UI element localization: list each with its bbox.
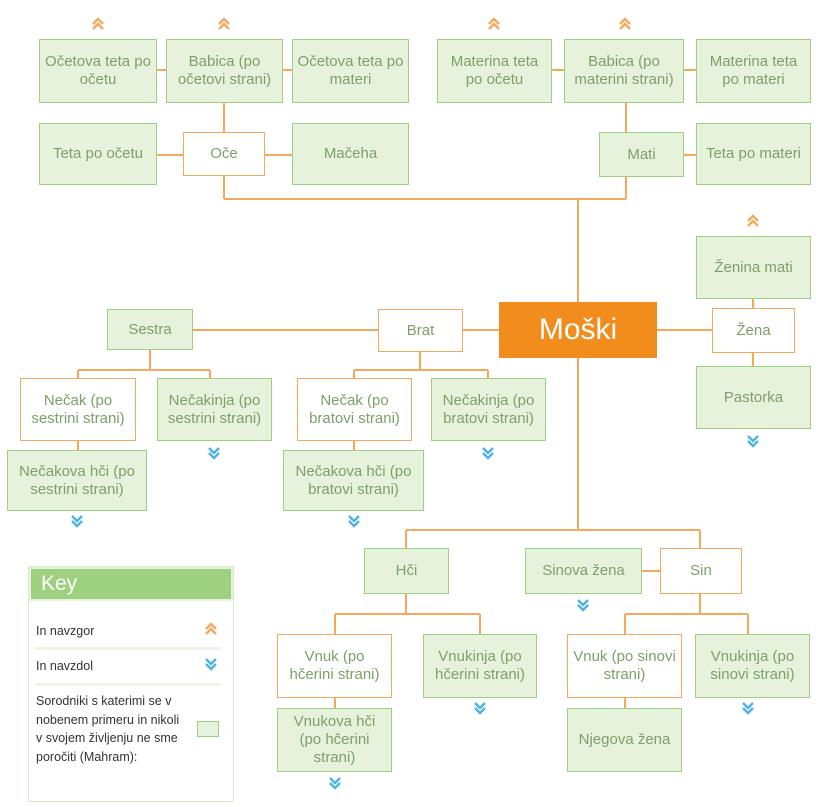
node-teta-po-materi: Teta po materi bbox=[696, 123, 811, 185]
double-chevron-down-icon bbox=[745, 434, 761, 448]
node-mati: Mati bbox=[599, 132, 684, 177]
node-zenina-mati: Ženina mati bbox=[696, 236, 811, 299]
node-njegova-zena: Njegova žena bbox=[567, 708, 682, 772]
node-necakova-hci-po-sestrini-strani: Nečakova hči (po sestrini strani) bbox=[7, 450, 147, 511]
double-chevron-down-icon bbox=[69, 514, 85, 528]
double-chevron-down-icon bbox=[740, 701, 756, 715]
node-sin: Sin bbox=[660, 548, 742, 594]
legend-title: Key bbox=[29, 567, 233, 601]
node-babica-po-materini-strani: Babica (po materini strani) bbox=[564, 39, 684, 103]
node-teta-po-ocetu: Teta po očetu bbox=[39, 123, 157, 185]
double-chevron-up-icon bbox=[216, 17, 232, 31]
node-vnuk-po-sinovi-strani: Vnuk (po sinovi strani) bbox=[567, 634, 682, 698]
node-babica-po-ocetovi-strani: Babica (po očetovi strani) bbox=[166, 39, 283, 103]
node-necakova-hci-po-bratovi-strani: Nečakova hči (po bratovi strani) bbox=[283, 450, 424, 511]
double-chevron-up-icon bbox=[745, 214, 761, 228]
node-oce: Oče bbox=[183, 132, 265, 176]
node-vnukinja-po-hcerini-strani: Vnukinja (po hčerini strani) bbox=[423, 634, 537, 698]
node-necak-po-sestrini-strani: Nečak (po sestrini strani) bbox=[20, 378, 136, 441]
double-chevron-down-icon bbox=[472, 701, 488, 715]
node-ocetova-teta-po-materi: Očetova teta po materi bbox=[292, 39, 409, 103]
node-materina-teta-po-ocetu: Materina teta po očetu bbox=[437, 39, 552, 103]
legend-mahram-swatch bbox=[197, 721, 219, 737]
node-sinova-zena: Sinova žena bbox=[525, 548, 642, 594]
double-chevron-up-icon bbox=[617, 17, 633, 31]
double-chevron-down-icon bbox=[575, 598, 591, 612]
double-chevron-down-icon bbox=[346, 514, 362, 528]
node-hci: Hči bbox=[364, 548, 449, 594]
node-brat: Brat bbox=[378, 309, 463, 352]
node-zena: Žena bbox=[712, 308, 795, 353]
legend-down-label: In navzdol bbox=[36, 659, 93, 673]
double-chevron-up-icon bbox=[90, 17, 106, 31]
node-vnukinja-po-sinovi-strani: Vnukinja (po sinovi strani) bbox=[695, 634, 810, 698]
double-chevron-down-icon bbox=[327, 776, 343, 790]
double-chevron-up-icon bbox=[486, 17, 502, 31]
legend: Key In navzgor In navzdol Sorodniki s ka… bbox=[28, 566, 234, 802]
node-necakinja-po-bratovi-strani: Nečakinja (po bratovi strani) bbox=[431, 378, 546, 441]
double-chevron-down-icon bbox=[206, 446, 222, 460]
node-maceha: Mačeha bbox=[292, 123, 409, 185]
legend-up-label: In navzgor bbox=[36, 624, 95, 638]
node-ocetova-teta-po-ocetu: Očetova teta po očetu bbox=[39, 39, 157, 103]
legend-divider bbox=[35, 647, 221, 650]
node-necakinja-po-sestrini-strani: Nečakinja (po sestrini strani) bbox=[157, 378, 272, 441]
node-sestra: Sestra bbox=[107, 309, 193, 350]
node-moski: Moški bbox=[499, 302, 657, 358]
node-necak-po-bratovi-strani: Nečak (po bratovi strani) bbox=[297, 378, 412, 441]
legend-divider bbox=[35, 683, 221, 686]
node-pastorka: Pastorka bbox=[696, 366, 811, 429]
double-chevron-up-icon bbox=[203, 622, 219, 636]
double-chevron-down-icon bbox=[203, 657, 219, 671]
node-vnuk-po-hcerini-strani: Vnuk (po hčerini strani) bbox=[277, 634, 392, 698]
double-chevron-down-icon bbox=[480, 446, 496, 460]
legend-mahram-label: Sorodniki s katerimi se v nobenem primer… bbox=[36, 694, 180, 764]
node-materina-teta-po-materi: Materina teta po materi bbox=[696, 39, 811, 103]
node-vnukova-hci-po-hcerini-strani: Vnukova hči (po hčerini strani) bbox=[277, 708, 392, 772]
